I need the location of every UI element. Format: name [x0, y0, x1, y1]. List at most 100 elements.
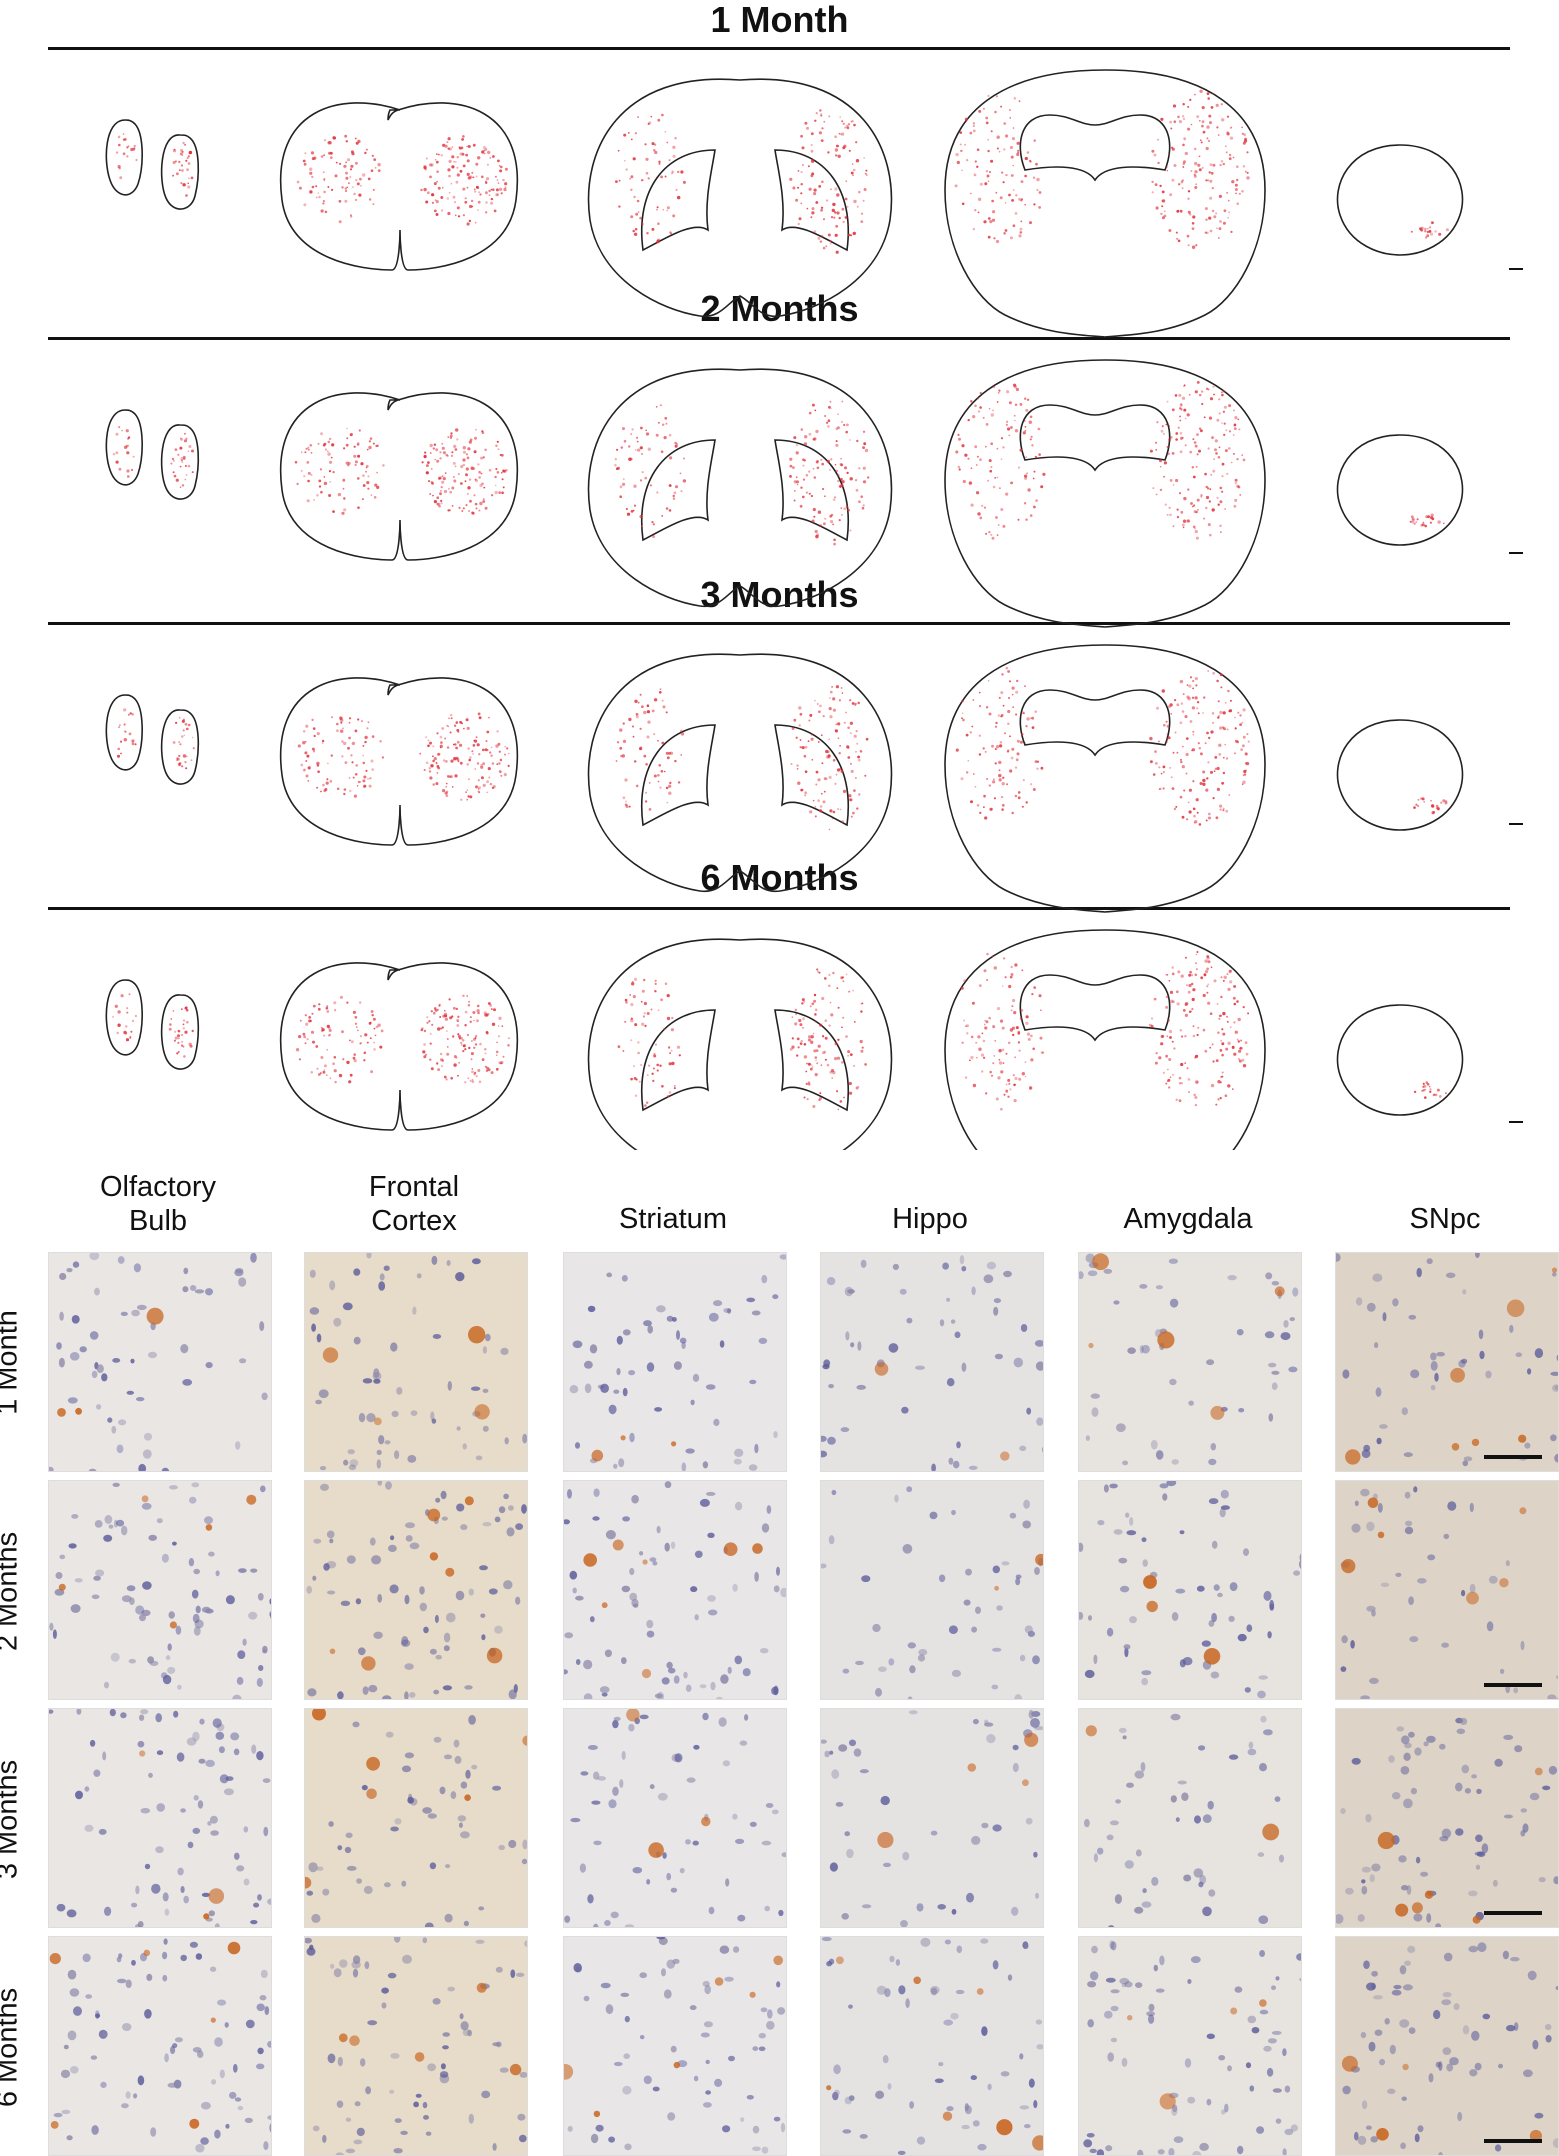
- plaque-dot: [1232, 1046, 1235, 1049]
- plaque-dot: [436, 496, 439, 499]
- cell-nucleus: [597, 1776, 606, 1781]
- plaque-dot: [357, 455, 360, 458]
- plaque-dot: [1000, 1108, 1003, 1111]
- plaque-dot: [436, 181, 438, 183]
- column-label-line: Striatum: [563, 1202, 783, 1236]
- plaque-dot: [961, 700, 964, 703]
- plaque-dot: [434, 500, 437, 503]
- cell-nucleus: [917, 2137, 925, 2145]
- micrograph-texture: [564, 1481, 787, 1700]
- plaque-dot: [450, 1077, 453, 1080]
- plaque-dot: [491, 494, 493, 496]
- plaque-dot: [304, 751, 307, 754]
- cell-nucleus: [307, 1947, 316, 1955]
- plaque-dot: [472, 1068, 474, 1070]
- plaque-dot: [1224, 209, 1227, 212]
- plaque-dot: [976, 464, 978, 466]
- plaque-dot: [1446, 228, 1449, 231]
- plaque-dot: [811, 738, 814, 741]
- cell-nucleus: [734, 1459, 742, 1465]
- plaque-dot: [1000, 1070, 1003, 1073]
- plaque-dot: [119, 468, 122, 471]
- cell-nucleus: [984, 1274, 994, 1283]
- plaque-dot: [1012, 812, 1014, 814]
- cell-nucleus: [1281, 1332, 1291, 1340]
- cell-nucleus: [822, 1937, 832, 1941]
- plaque-dot: [1213, 215, 1216, 218]
- plaque-dot: [1234, 416, 1237, 419]
- plaque-dot: [657, 740, 659, 742]
- plaque-dot: [444, 738, 446, 740]
- plaque-dot: [1202, 779, 1205, 782]
- cell-nucleus: [1498, 2064, 1503, 2069]
- plaque-dot: [669, 509, 672, 512]
- plaque-dot: [856, 489, 859, 492]
- plaque-dot: [311, 151, 314, 154]
- plaque-dot: [1002, 985, 1004, 987]
- plaque-dot: [1233, 985, 1236, 988]
- plaque-dot: [795, 199, 798, 202]
- plaque-dot: [1238, 1058, 1240, 1060]
- plaque-dot: [495, 176, 497, 178]
- cell-nucleus: [66, 1268, 72, 1272]
- plaque-dot: [814, 120, 816, 122]
- plaque-dot: [173, 149, 176, 152]
- plaque-dot: [331, 443, 334, 446]
- plaque-dot: [1223, 163, 1225, 165]
- plaque-dot: [451, 487, 454, 490]
- plaque-dot: [1180, 511, 1183, 514]
- cell-nucleus: [1296, 1953, 1302, 1960]
- cell-nucleus: [498, 1845, 505, 1850]
- plaque-dot: [651, 521, 653, 523]
- plaque-dot: [1162, 216, 1165, 219]
- plaque-dot: [789, 475, 792, 478]
- plaque-dot: [1182, 524, 1185, 527]
- cell-nucleus: [1276, 2118, 1282, 2123]
- plaque-dot: [1205, 970, 1208, 973]
- plaque-dot: [489, 751, 491, 753]
- plaque-dot: [446, 791, 448, 793]
- plaque-dot: [470, 1016, 472, 1018]
- plaque-dot: [641, 1023, 644, 1026]
- plaque-dot: [843, 507, 846, 510]
- plaque-dot: [794, 500, 796, 502]
- cell-nucleus: [777, 2007, 785, 2015]
- plaque-dot: [1414, 523, 1416, 525]
- plaque-dot: [353, 455, 356, 458]
- plaque-dot: [1155, 442, 1157, 444]
- plaque-dot: [1237, 712, 1239, 714]
- plaque-dot: [1427, 231, 1429, 233]
- plaque-dot: [1234, 499, 1237, 502]
- dab-stain-spot: [913, 1977, 921, 1985]
- dab-stain-spot: [147, 1308, 164, 1325]
- plaque-dot: [635, 132, 637, 134]
- plaque-dot: [498, 1017, 501, 1020]
- plaque-dot: [328, 441, 331, 444]
- plaque-dot: [130, 148, 133, 151]
- cell-nucleus: [390, 1584, 399, 1593]
- plaque-dot: [864, 188, 867, 191]
- plaque-dot: [353, 777, 355, 779]
- cell-nucleus: [269, 1611, 272, 1618]
- cell-nucleus: [1015, 1578, 1020, 1585]
- cell-nucleus: [503, 1580, 512, 1589]
- plaque-dot: [961, 777, 964, 780]
- plaque-dot: [828, 739, 830, 741]
- plaque-dot: [465, 1011, 468, 1014]
- dab-stain-spot: [1000, 1451, 1009, 1460]
- plaque-dot: [623, 1050, 625, 1052]
- plaque-dot: [477, 463, 479, 465]
- brain-section-maps: [0, 0, 1559, 1150]
- cell-nucleus: [980, 1938, 988, 1943]
- cell-nucleus: [564, 1669, 568, 1674]
- cell-nucleus: [987, 1262, 996, 1270]
- plaque-dot: [457, 156, 459, 158]
- cell-nucleus: [423, 1937, 428, 1943]
- plaque-dot: [1210, 771, 1213, 774]
- cell-nucleus: [1151, 1877, 1158, 1886]
- plaque-dot: [311, 1031, 314, 1034]
- plaque-dot: [1424, 228, 1426, 230]
- cell-nucleus: [1503, 1735, 1513, 1740]
- plaque-dot: [653, 523, 655, 525]
- plaque-dot: [637, 449, 640, 452]
